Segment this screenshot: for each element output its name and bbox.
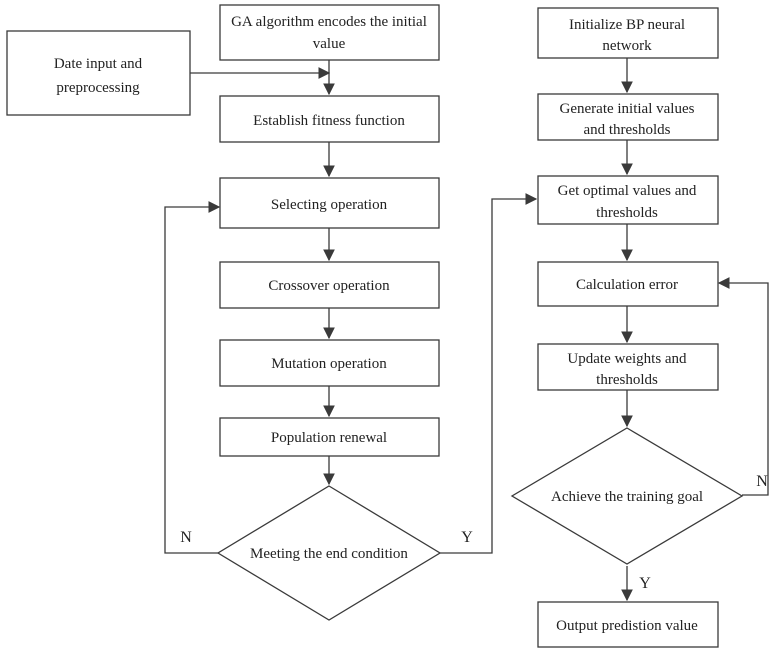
edge-end-no-loop xyxy=(164,201,221,554)
edge-goal-no-loop xyxy=(717,277,769,496)
node-ga-encode-line-1: GA algorithm encodes the initial xyxy=(231,14,427,30)
node-input-line-2: preprocessing xyxy=(56,80,140,96)
node-gen-init: Generate initial values and thresholds xyxy=(537,93,719,141)
node-get-optimal-line-1: Get optimal values and xyxy=(558,183,697,199)
node-input-line-1: Date input and xyxy=(54,56,143,72)
node-selecting-label: Selecting operation xyxy=(271,197,388,213)
node-input: Date input and preprocessing xyxy=(6,30,191,116)
node-update: Update weights and thresholds xyxy=(537,343,719,391)
node-update-line-1: Update weights and xyxy=(567,351,687,367)
node-mutation-label: Mutation operation xyxy=(271,356,387,372)
node-crossover-label: Crossover operation xyxy=(268,278,390,294)
edges xyxy=(164,58,769,602)
node-end-condition: Meeting the end condition xyxy=(216,485,442,621)
node-get-optimal-line-2: thresholds xyxy=(596,205,658,221)
node-gen-init-line-2: and thresholds xyxy=(583,122,670,138)
edge-label-end-no: N xyxy=(180,529,192,546)
node-ga-encode: GA algorithm encodes the initial value xyxy=(219,4,440,61)
node-end-condition-label: Meeting the end condition xyxy=(250,546,408,562)
node-training-goal-label: Achieve the training goal xyxy=(551,489,703,505)
node-fitness-label: Establish fitness function xyxy=(253,113,405,129)
node-training-goal: Achieve the training goal xyxy=(510,427,744,565)
node-renewal-label: Population renewal xyxy=(271,430,387,446)
edge-label-goal-yes: Y xyxy=(639,575,651,592)
node-output: Output predistion value xyxy=(537,601,719,648)
node-init-bp-line-1: Initialize BP neural xyxy=(569,17,685,33)
node-selecting: Selecting operation xyxy=(219,177,440,229)
node-init-bp-line-2: network xyxy=(602,38,652,54)
node-update-line-2: thresholds xyxy=(596,372,658,388)
node-fitness: Establish fitness function xyxy=(219,95,440,143)
node-get-optimal: Get optimal values and thresholds xyxy=(537,175,719,225)
edge-end-yes xyxy=(440,193,538,554)
node-renewal: Population renewal xyxy=(219,417,440,457)
edge-label-goal-no: N xyxy=(756,473,768,490)
node-init-bp: Initialize BP neural network xyxy=(537,7,719,59)
node-crossover: Crossover operation xyxy=(219,261,440,309)
edge-label-end-yes: Y xyxy=(461,529,473,546)
node-mutation: Mutation operation xyxy=(219,339,440,387)
node-output-label: Output predistion value xyxy=(556,618,698,634)
node-calc-error-label: Calculation error xyxy=(576,277,678,293)
node-ga-encode-line-2: value xyxy=(313,36,346,52)
node-gen-init-line-1: Generate initial values xyxy=(560,101,695,117)
node-calc-error: Calculation error xyxy=(537,261,719,307)
